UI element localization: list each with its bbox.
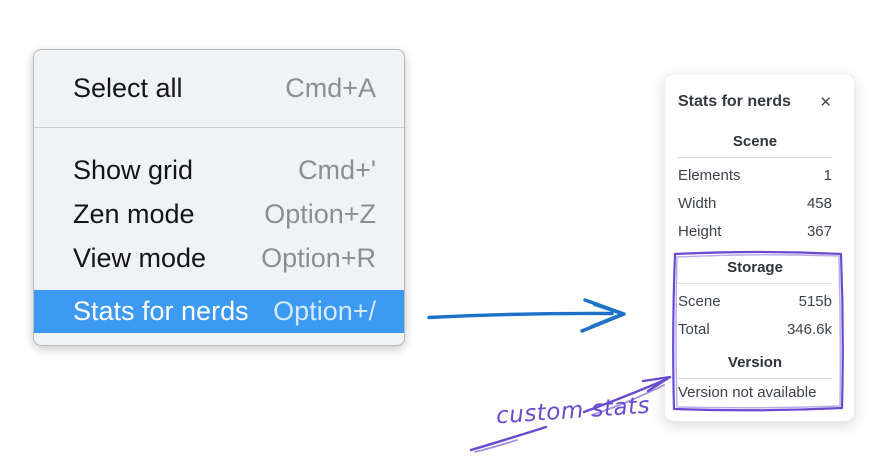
stat-value: 1: [823, 166, 832, 184]
menu-item-label: Stats for nerds: [73, 296, 249, 326]
blue-arrow-head-echo: [589, 303, 623, 328]
close-button[interactable]: ✕: [819, 95, 832, 110]
stat-value: 458: [806, 194, 832, 212]
menu-item-stats-for-nerds[interactable]: Stats for nerds Option+/: [34, 290, 404, 333]
stat-label: Width: [678, 194, 717, 212]
stat-label: Total: [678, 320, 710, 338]
stat-row-height: Height 367: [678, 217, 832, 245]
menu-item-shortcut: Option+Z: [264, 198, 376, 229]
stat-value: 346.6k: [786, 320, 832, 338]
stat-value: 367: [806, 222, 832, 240]
section-divider: [678, 378, 832, 379]
stats-panel-header: Stats for nerds ✕: [678, 92, 832, 112]
stats-section-version: Version Version not available: [678, 353, 832, 404]
stat-row-scene-storage: Scene 515b: [678, 287, 832, 315]
section-header: Storage: [727, 259, 783, 276]
stats-panel: Stats for nerds ✕ Scene Elements 1 Width…: [664, 73, 855, 422]
menu-divider: [34, 127, 404, 128]
menu-item-shortcut: Cmd+': [298, 154, 376, 185]
menu-item-shortcut: Cmd+A: [285, 73, 376, 103]
stat-label: Elements: [678, 166, 741, 184]
stats-section-scene: Scene Elements 1 Width 458 Height 367: [678, 132, 832, 245]
menu-item-zen-mode[interactable]: Zen mode Option+Z: [34, 192, 404, 236]
stat-label: Scene: [678, 292, 721, 310]
menu-item-label: Show grid: [73, 154, 194, 185]
section-divider: [678, 157, 832, 158]
menu-item-shortcut: Option+/: [273, 296, 376, 326]
menu-item-view-mode[interactable]: View mode Option+R: [34, 236, 404, 280]
version-note: Version not available: [678, 384, 817, 401]
menu-item-label: View mode: [73, 242, 207, 273]
purple-underline-stroke-echo: [474, 439, 518, 453]
stats-panel-title: Stats for nerds: [678, 93, 791, 110]
blue-arrow-head: [580, 298, 626, 333]
custom-stats-label: custom stats: [495, 392, 651, 430]
menu-item-label: Zen mode: [73, 198, 195, 229]
section-header: Version: [727, 354, 783, 371]
menu-item-select-all[interactable]: Select all Cmd+A: [34, 50, 404, 127]
stats-section-storage: Storage Scene 515b Total 346.6k: [678, 258, 832, 343]
section-header: Scene: [732, 133, 778, 150]
menu-section: Show grid Cmd+' Zen mode Option+Z View m…: [34, 128, 404, 333]
blue-arrow-shaft: [427, 311, 614, 320]
menu-item-show-grid[interactable]: Show grid Cmd+': [34, 148, 404, 192]
stat-row-elements: Elements 1: [678, 161, 832, 189]
close-icon: ✕: [819, 93, 832, 111]
stat-value: 515b: [798, 292, 832, 310]
menu-item-label: Select all: [73, 73, 183, 103]
stat-row-total-storage: Total 346.6k: [678, 315, 832, 343]
purple-underline-stroke: [469, 425, 548, 452]
context-menu: Select all Cmd+A Show grid Cmd+' Zen mod…: [33, 49, 405, 346]
stat-row-width: Width 458: [678, 189, 832, 217]
section-divider: [678, 283, 832, 284]
menu-item-shortcut: Option+R: [261, 242, 376, 273]
stat-label: Height: [678, 222, 722, 240]
